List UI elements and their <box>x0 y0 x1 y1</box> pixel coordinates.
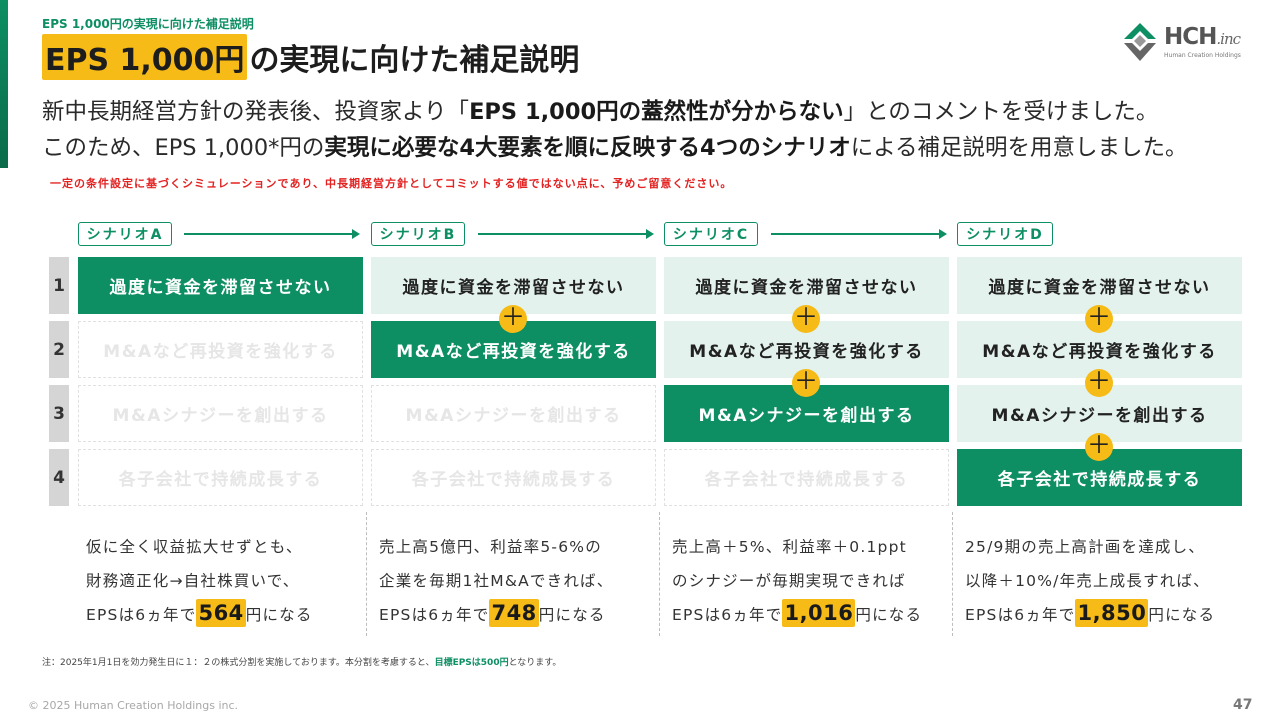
scenario-c-element-1: 過度に資金を滞留させない <box>664 257 949 314</box>
row-number-3: 3 <box>49 385 69 442</box>
plus-icon: ＋ <box>499 303 527 333</box>
plus-icon: ＋ <box>1085 431 1113 461</box>
scenario-c-element-2: M&Aなど再投資を強化する <box>664 321 949 378</box>
scenario-c-line-1: 売上高＋5%、利益率＋0.1ppt <box>672 538 907 556</box>
scenario-d-eps-amount: 1,850 <box>1075 599 1149 627</box>
scenario-c-element-4: 各子会社で持続成長する <box>664 449 949 506</box>
lead1-post: 」とのコメントを受けました。 <box>843 99 1159 125</box>
logo-subtitle: Human Creation Holdings <box>1164 52 1241 59</box>
footnote-pre: 注：2025年1月1日を効力発生日に１：２の株式分割を実施しております。本分割を… <box>42 658 435 668</box>
scenario-d-eps-post: 円になる <box>1148 606 1216 624</box>
breadcrumb: EPS 1,000円の実現に向けた補足説明 <box>42 17 254 31</box>
page-number: 47 <box>1233 697 1253 713</box>
scenario-b-element-3: M&Aシナジーを創出する <box>371 385 656 442</box>
scenario-d-element-4: 各子会社で持続成長する <box>957 449 1242 506</box>
plus-icon: ＋ <box>1085 367 1113 397</box>
scenario-c-eps-pre: EPSは6ヵ年で <box>672 606 783 624</box>
scenario-b-tag: シナリオB <box>371 222 465 246</box>
footnote-post: となります。 <box>508 658 562 668</box>
logo-name-main: HCH <box>1164 24 1217 50</box>
scenario-c-eps-post: 円になる <box>855 606 923 624</box>
scenario-b-eps-amount: 748 <box>489 599 539 627</box>
plus-icon: ＋ <box>1085 303 1113 333</box>
lead2-pre: このため、EPS 1,000*円の <box>42 135 325 161</box>
scenario-b-line-1: 売上高5億円、利益率5-6%の <box>379 538 602 556</box>
scenario-a-line-2: 財務適正化→自社株買いで、 <box>86 572 300 590</box>
scenario-a-element-4: 各子会社で持続成長する <box>78 449 363 506</box>
title-highlight: EPS 1,000円 <box>42 34 248 80</box>
scenario-a-element-3: M&Aシナジーを創出する <box>78 385 363 442</box>
footnote: 注：2025年1月1日を効力発生日に１：２の株式分割を実施しております。本分割を… <box>42 655 561 668</box>
scenario-a-element-2: M&Aなど再投資を強化する <box>78 321 363 378</box>
row-number-1: 1 <box>49 257 69 314</box>
lead2-bold: 実現に必要な4大要素を順に反映する4つのシナリオ <box>324 135 851 161</box>
title-rest: の実現に向けた補足説明 <box>249 43 580 78</box>
scenario-c-description: 売上高＋5%、利益率＋0.1ppt のシナジーが毎期実現できれば EPSは6ヵ年… <box>672 530 947 632</box>
logo-suffix: .inc <box>1216 30 1241 48</box>
scenario-b-line-2: 企業を毎期1社M&Aできれば、 <box>379 572 614 590</box>
scenario-d-element-1: 過度に資金を滞留させない <box>957 257 1242 314</box>
arrow-b-to-c <box>478 229 654 239</box>
scenario-c-line-2: のシナジーが毎期実現できれば <box>672 572 906 590</box>
lead1-bold: EPS 1,000円の蓋然性が分からない <box>469 99 844 125</box>
scenario-d-line-1: 25/9期の売上高計画を達成し、 <box>965 538 1206 556</box>
copyright: © 2025 Human Creation Holdings inc. <box>28 699 239 712</box>
scenario-b-element-4: 各子会社で持続成長する <box>371 449 656 506</box>
scenario-b-eps-post: 円になる <box>538 606 606 624</box>
plus-icon: ＋ <box>792 303 820 333</box>
scenario-d-line-2: 以降＋10%/年売上成長すれば、 <box>965 572 1210 590</box>
scenario-a-eps-post: 円になる <box>245 606 313 624</box>
scenario-d-tag: シナリオD <box>957 222 1053 246</box>
footnote-bold: 目標EPSは500円 <box>434 658 509 668</box>
scenario-a-eps-amount: 564 <box>196 599 246 627</box>
scenario-a-tag: シナリオA <box>78 222 172 246</box>
logo-leaf-icon <box>1124 23 1156 61</box>
scenario-d-eps-pre: EPSは6ヵ年で <box>965 606 1076 624</box>
warning-text: 一定の条件設定に基づくシミュレーションであり、中長期経営方針としてコミットする値… <box>50 177 733 190</box>
scenario-c-eps-amount: 1,016 <box>782 599 856 627</box>
column-divider <box>366 512 367 636</box>
row-number-4: 4 <box>49 449 69 506</box>
arrow-c-to-d <box>771 229 947 239</box>
column-divider <box>952 512 953 636</box>
page-title: EPS 1,000円 の実現に向けた補足説明 <box>42 34 580 80</box>
plus-icon: ＋ <box>792 367 820 397</box>
scenario-a-line-1: 仮に全く収益拡大せずとも、 <box>86 538 303 556</box>
column-divider <box>659 512 660 636</box>
lead2-post: による補足説明を用意しました。 <box>850 135 1188 161</box>
scenario-d-description: 25/9期の売上高計画を達成し、 以降＋10%/年売上成長すれば、 EPSは6ヵ… <box>965 530 1240 632</box>
row-number-2: 2 <box>49 321 69 378</box>
scenario-b-description: 売上高5億円、利益率5-6%の 企業を毎期1社M&Aできれば、 EPSは6ヵ年で… <box>379 530 654 632</box>
lead-line-1: 新中長期経営方針の発表後、投資家より「EPS 1,000円の蓋然性が分からない」… <box>42 94 1158 126</box>
scenario-c-tag: シナリオC <box>664 222 758 246</box>
logo-name: HCH.inc <box>1164 25 1241 51</box>
company-logo: HCH.inc Human Creation Holdings <box>1120 20 1260 64</box>
scenario-a-eps-pre: EPSは6ヵ年で <box>86 606 197 624</box>
lead-line-2: このため、EPS 1,000*円の実現に必要な4大要素を順に反映する4つのシナリ… <box>42 130 1188 162</box>
scenario-b-element-1: 過度に資金を滞留させない <box>371 257 656 314</box>
scenario-d-element-3: M&Aシナジーを創出する <box>957 385 1242 442</box>
arrow-a-to-b <box>184 229 360 239</box>
brand-accent-bar <box>0 0 8 168</box>
scenario-a-element-1: 過度に資金を滞留させない <box>78 257 363 314</box>
lead1-pre: 新中長期経営方針の発表後、投資家より「 <box>42 99 470 125</box>
scenario-b-eps-pre: EPSは6ヵ年で <box>379 606 490 624</box>
